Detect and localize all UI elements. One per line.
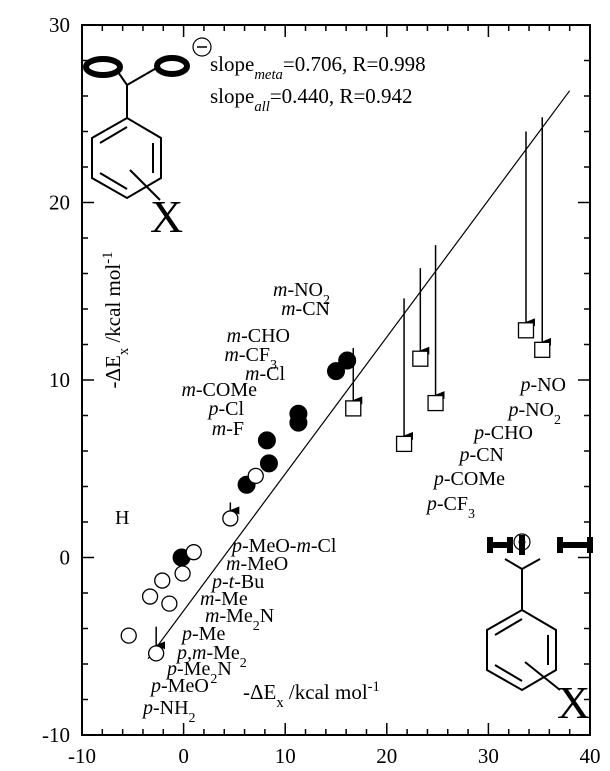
substituent-label-donor: m-MeO	[226, 553, 288, 575]
x-tick-label: 30	[478, 744, 499, 768]
radical-ring	[486, 608, 557, 692]
radical-dot	[518, 538, 526, 546]
slope-statistic: slopeall=0.440, R=0.942	[210, 84, 413, 115]
negative-charge-circle	[192, 37, 212, 57]
substituent-label-donor: p-NH2	[141, 697, 196, 726]
open-circle-point	[154, 572, 171, 589]
open-circle-point	[185, 544, 202, 561]
substituent-label-meta: m-F	[212, 418, 244, 440]
anionic-oxygen	[154, 55, 190, 77]
open-circle-point	[141, 588, 159, 605]
filled-circle-point	[257, 431, 276, 450]
radical-substituent-label: X	[557, 677, 590, 728]
y-tick-label: 20	[49, 191, 70, 215]
x-tick-label: -10	[68, 744, 96, 768]
ring-double-bond	[99, 172, 128, 190]
filled-circle-point	[338, 351, 357, 370]
substituent-label-donor: p-MeO-m-Cl	[230, 535, 337, 557]
filled-circle-point	[327, 362, 345, 381]
x-tick-label: 10	[275, 744, 296, 768]
substituent-label-donor: p-Me2N	[165, 658, 232, 687]
y-tick-label: 10	[49, 368, 70, 392]
substituent-label-donor: p-t-Bu	[210, 571, 264, 593]
y-tick-label: 0	[60, 546, 71, 570]
benzoate-structure	[83, 37, 212, 201]
substituent-bond	[524, 661, 561, 691]
hydrogen-label: H	[115, 507, 129, 529]
c-h-bond	[521, 558, 541, 570]
open-square-point	[412, 350, 429, 367]
open-square-point	[345, 400, 362, 417]
ring-double-bond	[99, 126, 128, 144]
open-square-point	[427, 394, 444, 412]
carbonyl-oxygen	[83, 56, 123, 78]
substituent-label-para: p-CHO	[472, 422, 533, 444]
slope-statistic: slopemeta=0.706, R=0.998	[210, 52, 426, 83]
x-tick-label: 20	[376, 744, 397, 768]
y-axis-label: -ΔEx /kcal mol-1	[100, 252, 132, 389]
open-square-point	[534, 341, 551, 358]
open-circle-point	[120, 627, 137, 644]
substituent-label-donor: p-Me	[180, 623, 225, 645]
substituent-label-meta: m-Cl	[245, 363, 285, 385]
carboxylate-bond	[126, 65, 161, 86]
substituent-label-meta: m-CF3	[224, 344, 277, 373]
substituent-label-meta: m-CHO	[227, 325, 290, 347]
substituent-label-donor: m-Me2N	[205, 605, 274, 634]
substituent-label-para: p-COMe	[432, 468, 505, 490]
substituent-label-para: p-NO	[518, 374, 566, 396]
substituent-label-meta: p-Cl	[206, 398, 244, 420]
benzoate-substituent-label: X	[150, 191, 183, 242]
y-tick-label: 30	[49, 13, 70, 37]
ring-double-bond	[494, 664, 523, 682]
substituent-label-donor: p-MeO	[149, 675, 209, 697]
substituent-bond	[129, 169, 161, 201]
open-square-point	[517, 322, 535, 339]
open-square-point	[395, 435, 413, 453]
radical-circle	[513, 533, 531, 551]
open-circle-point	[247, 467, 264, 485]
substituent-label-para: p-CF3	[425, 493, 475, 522]
x-axis-label: -ΔEx /kcal mol-1	[243, 679, 380, 711]
regression-line	[147, 90, 571, 660]
substituent-label-donor: p,m-Me2	[175, 642, 247, 671]
substituent-label-para: p-CN	[458, 444, 504, 466]
benzyl-radical-structure	[486, 533, 593, 692]
open-circle-point	[161, 595, 178, 612]
substituent-label-para: p-NO2	[506, 399, 561, 428]
benzoate-ring	[91, 116, 162, 200]
substituent-label-meta: m-CN	[281, 298, 330, 320]
ring-double-bond	[494, 618, 523, 636]
carbonyl-bond	[117, 71, 128, 86]
substituent-label-meta: m-COMe	[181, 379, 257, 401]
open-circle-point	[148, 645, 165, 662]
y-tick-label: -10	[42, 723, 70, 747]
open-circle-point	[174, 565, 191, 582]
open-circle-point	[222, 510, 239, 527]
substituent-label-meta: m-NO2	[273, 279, 330, 308]
substituent-label-donor: m-Me	[200, 588, 248, 610]
c-h-bond	[504, 558, 523, 570]
x-tick-label: 40	[580, 744, 601, 768]
filled-circle-point	[289, 404, 308, 423]
filled-circle-point	[259, 454, 278, 473]
x-tick-label: 0	[178, 744, 189, 768]
